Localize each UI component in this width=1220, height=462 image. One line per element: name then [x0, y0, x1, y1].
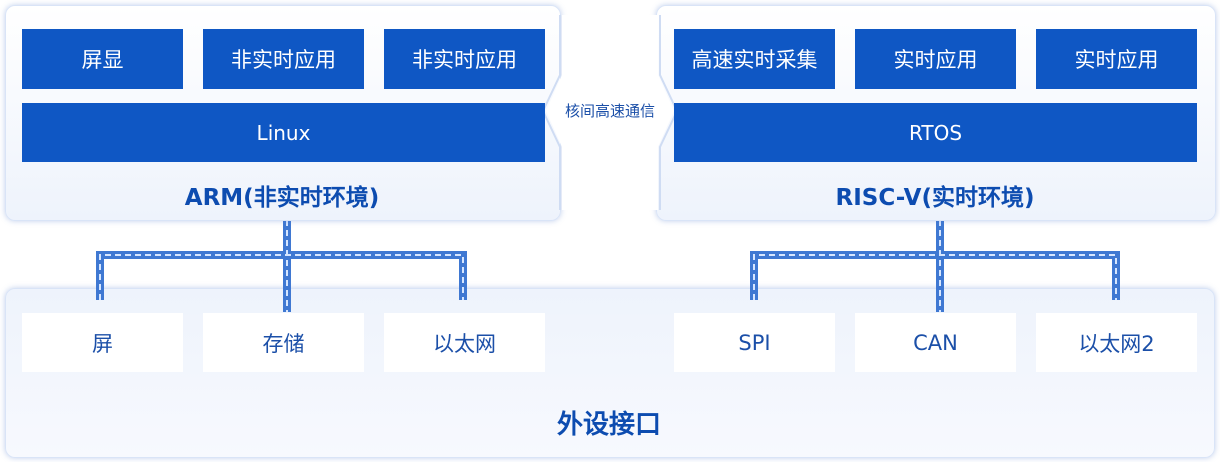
arm-title: ARM(非实时环境) [184, 185, 380, 211]
peripheral-screen: 屏 [22, 313, 183, 372]
peripheral-spi: SPI [674, 313, 835, 372]
arm-app-1: 屏显 [22, 29, 183, 89]
peripheral-title: 外设接口 [556, 410, 661, 440]
riscv-app-1: 高速实时采集 [674, 29, 835, 89]
arm-os-bar: Linux [22, 103, 545, 162]
riscv-title: RISC-V(实时环境) [835, 185, 1035, 211]
arm-app-2: 非实时应用 [203, 29, 364, 89]
riscv-app-3: 实时应用 [1036, 29, 1197, 89]
peripheral-ethernet: 以太网 [384, 313, 545, 372]
riscv-app-2: 实时应用 [855, 29, 1016, 89]
arm-app-3: 非实时应用 [384, 29, 545, 89]
peripheral-can: CAN [855, 313, 1016, 372]
peripheral-storage: 存储 [203, 313, 364, 372]
comm-label: 核间高速通信 [564, 102, 655, 120]
peripheral-ethernet2: 以太网2 [1036, 313, 1197, 372]
riscv-os-bar: RTOS [674, 103, 1197, 162]
